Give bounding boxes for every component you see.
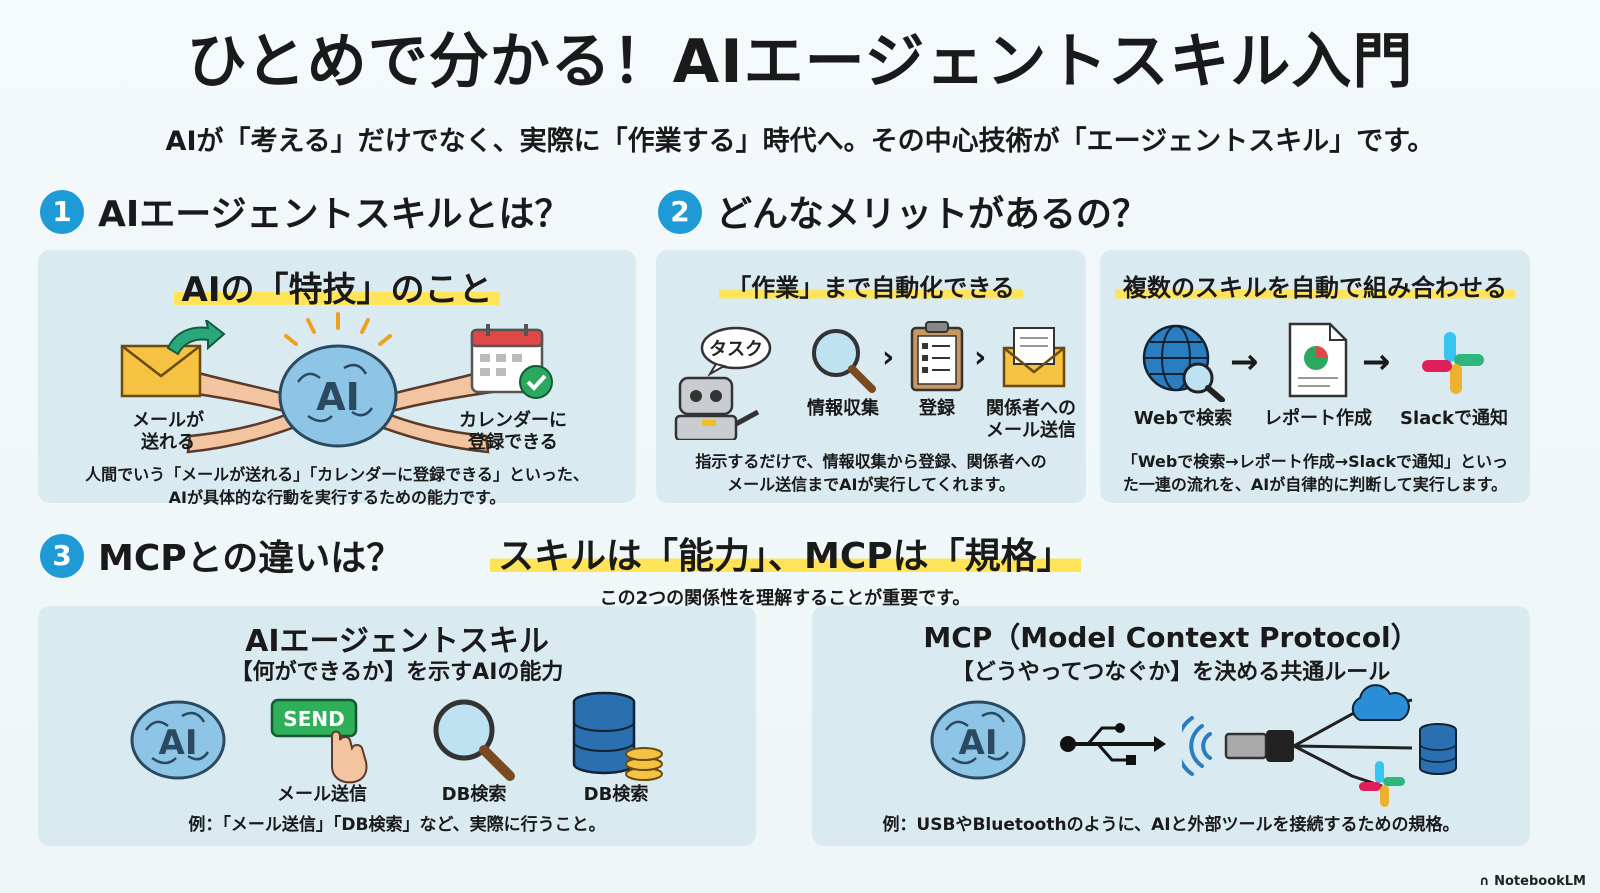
section2-right-panel: 複数のスキルを自動で組み合わせる → → Webで検索 レポート作成 Slack… (1100, 250, 1530, 503)
section2-number-badge: 2 (658, 190, 702, 234)
section2-heading-text: どんなメリットがあるの？ (716, 194, 1149, 235)
envelope-send-icon (120, 320, 226, 398)
section3-tagline: スキルは「能力」、MCPは「規格」 (490, 536, 1081, 577)
clipboard-checklist-icon (910, 321, 964, 392)
ai-brain-icon: AI (130, 700, 226, 780)
skill-panel: AIエージェントスキル 【何ができるか】を示すAIの能力 AI SEND メール… (38, 606, 756, 846)
mcp-panel-subtitle: 【どうやってつなぐか】を決める共通ルール (951, 660, 1391, 685)
report-document-icon (1288, 322, 1348, 398)
skill-item-label: DB検索 (583, 784, 649, 805)
robot-icon: タスク (674, 326, 772, 440)
section1-heading: 1 AIエージェントスキルとは？ (40, 190, 571, 240)
notebooklm-brand: ∩ NotebookLM (1479, 874, 1586, 889)
step-arrow-icon: › (974, 340, 987, 375)
send-button-icon: SEND (270, 698, 368, 784)
mcp-panel: MCP（Model Context Protocol） 【どうやってつなぐか】を… (812, 606, 1530, 846)
section2-left-description: 指示するだけで、情報収集から登録、関係者への メール送信までAIが実行してくれま… (695, 452, 1047, 494)
skill-item-label: DB検索 (441, 784, 507, 805)
skill-item-label: メール送信 (277, 784, 367, 805)
usb-symbol-icon (1060, 723, 1166, 765)
section2-left-title: 「作業」まで自動化できる (719, 274, 1023, 302)
section2-heading: 2 どんなメリットがあるの？ (658, 190, 1148, 240)
arrow-right-icon: → (1362, 342, 1391, 382)
page-subtitle: AIが「考える」だけでなく、実際に「作業する」時代へ。その中心技術が「エージェン… (165, 126, 1435, 157)
mcp-brain-label: AI (959, 723, 998, 763)
section2-left-panel: 「作業」まで自動化できる タスク › › 情報収集 登録 関係者への メール送信… (656, 250, 1086, 503)
section3-tagline-sub: この2つの関係性を理解することが重要です。 (599, 588, 971, 609)
section2-right-title: 複数のスキルを自動で組み合わせる (1115, 274, 1515, 302)
step-label: Slackで通知 (1400, 408, 1508, 429)
step-label: Webで検索 (1133, 408, 1233, 429)
globe-search-icon (1142, 324, 1225, 402)
skill-example: 例：「メール送信」「DB検索」など、実際に行うこと。 (188, 815, 606, 835)
calendar-check-icon (470, 324, 553, 399)
step-arrow-icon: › (882, 340, 895, 375)
section1-brain-label: AI (316, 375, 360, 419)
section1-number-badge: 1 (40, 190, 84, 234)
section2-right-description: 「Webで検索→レポート作成→Slackで通知」といっ た一連の流れを、AIが自… (1121, 452, 1509, 494)
ai-brain-icon: AI (930, 700, 1026, 780)
arrow-right-icon: → (1230, 342, 1259, 382)
envelope-letter-icon (1002, 327, 1066, 388)
magnifier-icon (812, 329, 876, 393)
mcp-example: 例：USBやBluetoothのように、AIと外部ツールを接続するための規格。 (882, 815, 1460, 835)
database-coins-icon (572, 691, 663, 781)
database-icon (1419, 723, 1457, 775)
section1-label-email: メールが 送れる (132, 410, 204, 453)
step-label: レポート作成 (1264, 408, 1372, 429)
section1-label-calendar: カレンダーに 登録できる (459, 410, 567, 453)
mcp-panel-title: MCP（Model Context Protocol） (923, 621, 1419, 654)
ai-brain-arms-icon: AI (172, 312, 504, 454)
section3-heading: 3 MCPとの違いは？ (40, 534, 402, 584)
step-label: 登録 (919, 398, 955, 419)
skill-panel-subtitle: 【何ができるか】を示すAIの能力 (230, 660, 564, 685)
skill-brain-label: AI (159, 723, 198, 763)
magnifier-icon (433, 699, 515, 781)
section3-number-badge: 3 (40, 534, 84, 578)
skill-panel-title: AIエージェントスキル (245, 624, 549, 659)
section1-panel: AIの「特技」のこと AI メールが 送れる カレンダーに 登 (38, 250, 636, 507)
section1-panel-title: AIの「特技」のこと (173, 270, 501, 310)
brand-label: NotebookLM (1494, 874, 1586, 889)
section3-heading-text: MCPとの違いは？ (98, 538, 403, 579)
slack-icon (1359, 761, 1405, 807)
cloud-icon (1351, 684, 1410, 721)
section1-heading-text: AIエージェントスキルとは？ (98, 194, 571, 235)
step-label: 情報収集 (807, 398, 879, 419)
send-button-label: SEND (283, 707, 344, 731)
step-label: 関係者への メール送信 (986, 398, 1076, 441)
page-title: ひとめで分かる！AIエージェントスキル入門 (186, 27, 1414, 97)
section1-description: 人間でいう「メールが送れる」「カレンダーに登録できる」といった、 AIが具体的な… (85, 465, 589, 507)
notebooklm-logo-icon: ∩ (1479, 874, 1490, 889)
slack-icon (1422, 332, 1484, 394)
robot-task-bubble: タスク (709, 339, 763, 360)
